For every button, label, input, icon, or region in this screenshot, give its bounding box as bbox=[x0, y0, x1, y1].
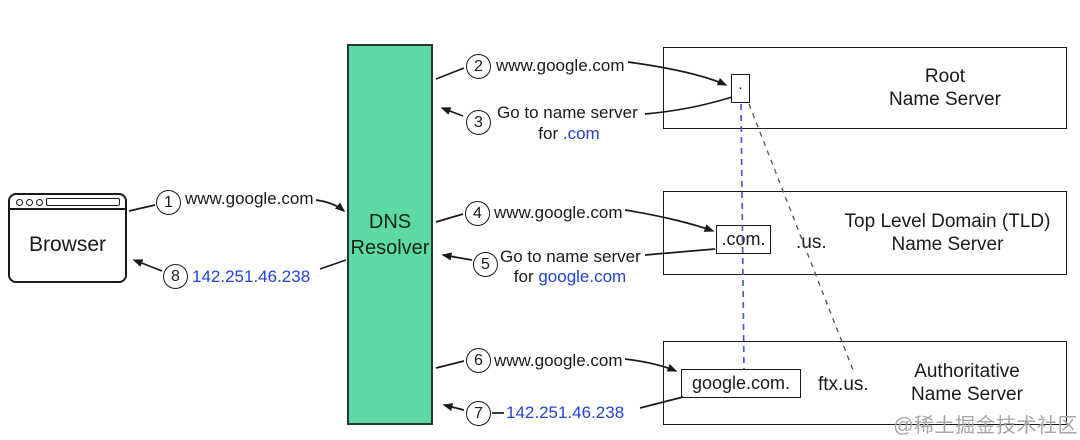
tld-com-node: .com. bbox=[716, 225, 771, 254]
arrow-step3-to-resolver bbox=[440, 107, 464, 117]
tld-us-label: .us. bbox=[796, 232, 827, 253]
step-4-circle: 4 bbox=[465, 201, 490, 226]
auth-ftxus-label: ftx.us. bbox=[818, 374, 869, 395]
step-4-label: www.google.com bbox=[494, 203, 623, 222]
arrow-step8-to-browser bbox=[132, 259, 163, 272]
line-resolver-to-step2 bbox=[435, 67, 465, 80]
arrow-step5-to-resolver bbox=[441, 252, 473, 261]
dns-resolver-label: DNS Resolver bbox=[350, 210, 430, 259]
step-8-circle: 8 bbox=[163, 264, 188, 289]
auth-googlecom-node: google.com. bbox=[681, 369, 801, 398]
address-bar bbox=[46, 198, 120, 206]
step-6-label: www.google.com bbox=[494, 351, 623, 370]
step-1-label: www.google.com bbox=[185, 189, 314, 208]
line-resolver-to-step6 bbox=[435, 360, 465, 369]
root-name-server-title: Root Name Server bbox=[889, 66, 1001, 110]
step-3-label-line1: Go to name server bbox=[497, 103, 638, 122]
window-dot-icon bbox=[16, 199, 23, 206]
step-2-circle: 2 bbox=[466, 54, 491, 79]
authoritative-name-server-title: Authoritative Name Server bbox=[911, 361, 1023, 405]
line-resolver-to-step4 bbox=[435, 213, 464, 223]
arrow-step1-to-resolver bbox=[315, 199, 346, 212]
browser-window: Browser bbox=[8, 193, 127, 283]
arrow-step7-to-resolver bbox=[442, 403, 465, 411]
dns-resolver-box: DNS Resolver bbox=[347, 44, 433, 425]
line-browser-to-step1 bbox=[128, 204, 156, 212]
tld-name-server-title: Top Level Domain (TLD) Name Server bbox=[844, 211, 1051, 255]
step-5-label-line1: Go to name server bbox=[500, 247, 641, 266]
browser-label: Browser bbox=[28, 232, 107, 256]
step-5-circle: 5 bbox=[473, 252, 498, 277]
root-dot-node: . bbox=[731, 74, 750, 103]
step-7-circle: 7 bbox=[466, 401, 491, 426]
step-3-label-line2: for .com bbox=[538, 124, 600, 143]
step-1-circle: 1 bbox=[156, 190, 181, 215]
window-dot-icon bbox=[26, 199, 33, 206]
step-8-label: 142.251.46.238 bbox=[192, 267, 311, 286]
step-6-circle: 6 bbox=[466, 348, 491, 373]
browser-titlebar bbox=[10, 195, 125, 210]
step-3-circle: 3 bbox=[466, 110, 491, 135]
root-name-server-box bbox=[663, 47, 1067, 129]
watermark: @稀土掘金技术社区 bbox=[893, 415, 1078, 437]
step-2-label: www.google.com bbox=[496, 56, 625, 75]
window-dot-icon bbox=[36, 199, 43, 206]
step-7-label: 142.251.46.238 bbox=[506, 403, 625, 422]
step-5-label-line2: for google.com bbox=[513, 267, 627, 286]
line-resolver-to-step8 bbox=[319, 259, 347, 270]
